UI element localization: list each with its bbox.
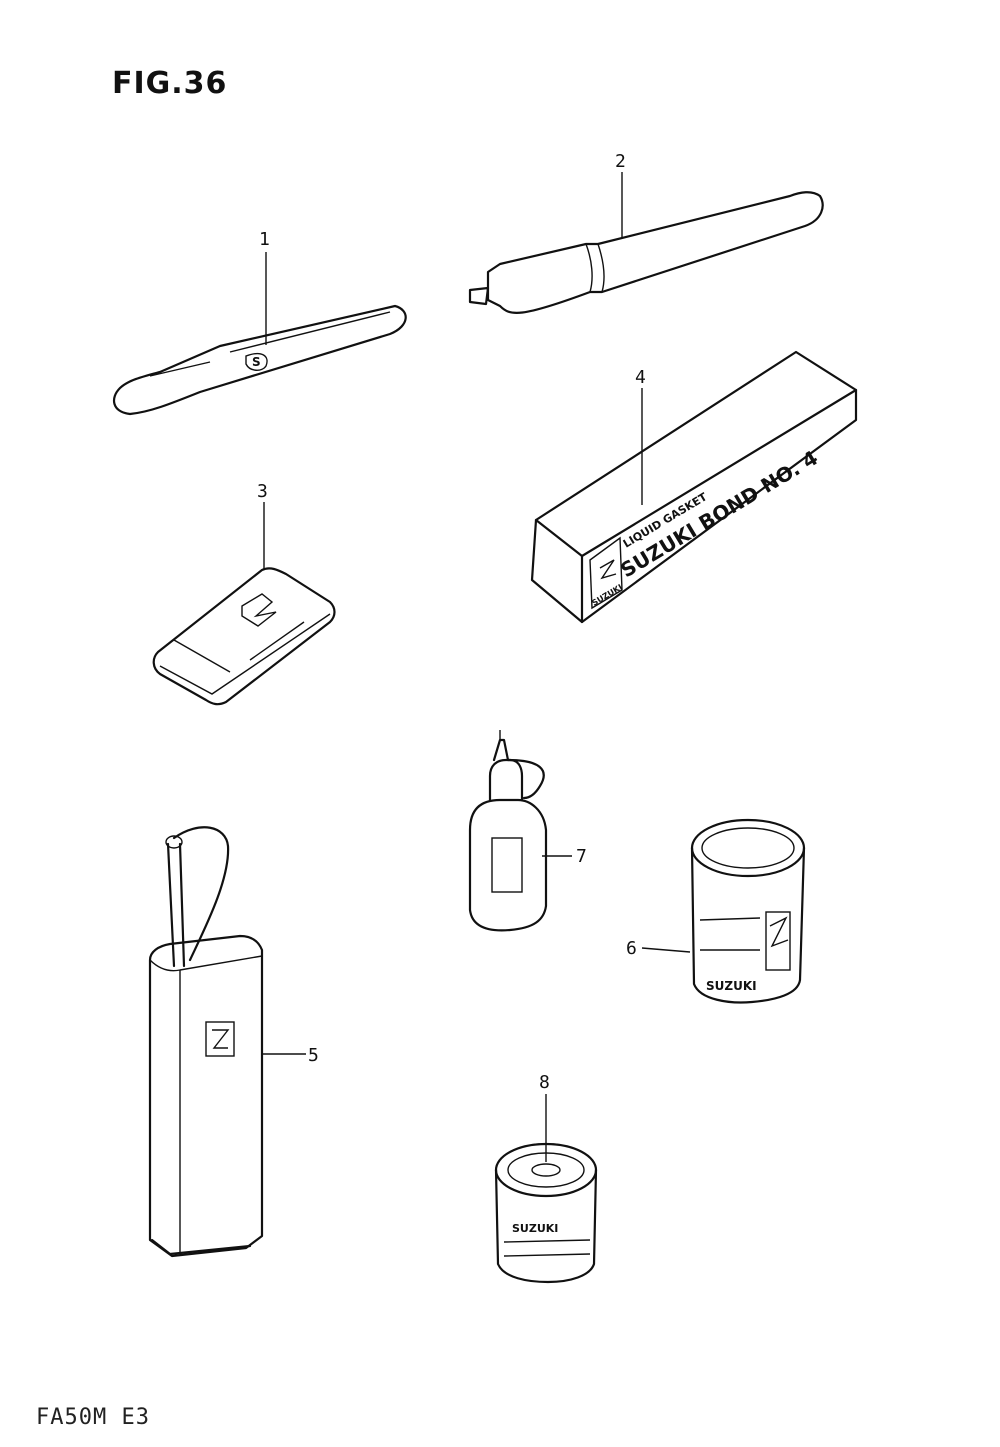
part-7-bottle xyxy=(468,730,548,932)
figure-title: FIG.36 xyxy=(112,66,228,101)
part-2-tube xyxy=(468,191,824,314)
part-4-number: 4 xyxy=(635,367,646,388)
part-1-s-logo: S xyxy=(252,355,261,369)
part-4-box-title: SUZUKI BOND NO. 4 xyxy=(616,446,822,583)
part-8-small-can xyxy=(494,1142,598,1284)
part-6-number: 6 xyxy=(626,938,637,959)
part-1-tool-stick: S xyxy=(112,304,407,416)
part-1-number: 1 xyxy=(259,229,270,250)
part-5-oil-can xyxy=(148,826,264,1258)
part-3-tool-box xyxy=(152,567,336,706)
part-8-can-label: SUZUKI xyxy=(512,1222,558,1235)
figure-footer: FA50M E3 xyxy=(36,1405,150,1430)
part-2-number: 2 xyxy=(615,151,626,172)
part-8-number: 8 xyxy=(539,1072,550,1093)
part-6-can-label: SUZUKI xyxy=(706,979,757,993)
part-5-number: 5 xyxy=(308,1045,319,1066)
part-4-bond-box xyxy=(530,350,858,624)
part-3-number: 3 xyxy=(257,481,268,502)
part-6-can xyxy=(690,818,806,1004)
part-7-number: 7 xyxy=(576,846,587,867)
